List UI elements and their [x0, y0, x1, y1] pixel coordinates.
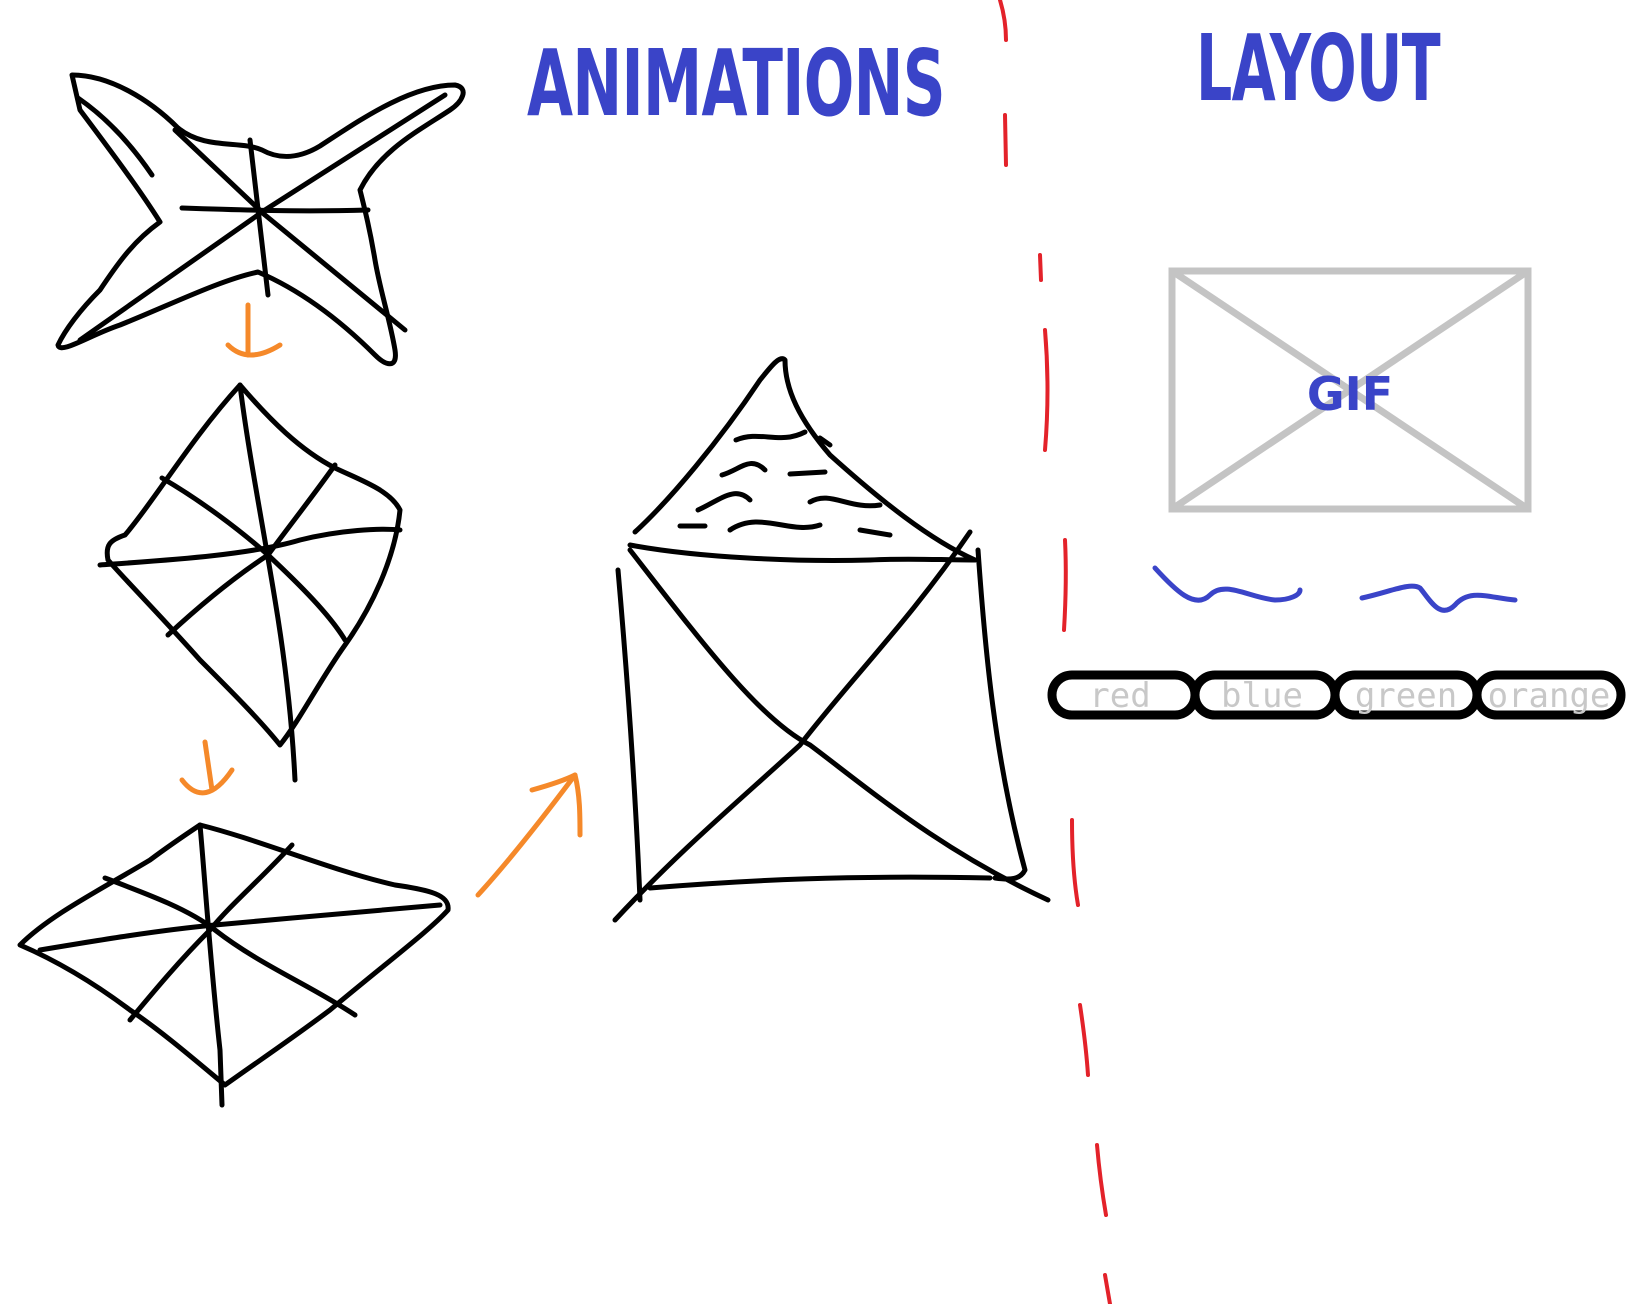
down-arrow-icon [179, 739, 235, 796]
star-shape-sketch [55, 72, 466, 367]
color-option-orange[interactable]: orange [1472, 670, 1626, 720]
up-right-arrow-icon [475, 772, 583, 898]
gif-label: GIF [1307, 367, 1393, 421]
down-arrow-icon [225, 302, 283, 358]
layout-heading: LAYOUT [1196, 15, 1441, 122]
color-option-orange-label: orange [1488, 676, 1611, 716]
color-option-green-label: green [1355, 676, 1457, 716]
gif-placeholder: GIF [1168, 267, 1532, 513]
color-option-blue[interactable]: blue [1190, 670, 1340, 720]
color-options[interactable]: red blue green orange [1047, 670, 1626, 720]
text-placeholder-squiggles [1152, 565, 1518, 613]
flat-kite-shape-sketch [17, 822, 451, 1108]
kite-shape-sketch [97, 382, 403, 783]
color-option-blue-label: blue [1221, 676, 1303, 716]
animations-heading: ANIMATIONS [527, 30, 945, 137]
color-option-red-label: red [1089, 676, 1150, 716]
color-option-red[interactable]: red [1047, 670, 1200, 720]
color-option-green[interactable]: green [1330, 670, 1482, 720]
section-divider [998, 0, 1112, 1304]
house-shape-sketch [612, 356, 1051, 923]
